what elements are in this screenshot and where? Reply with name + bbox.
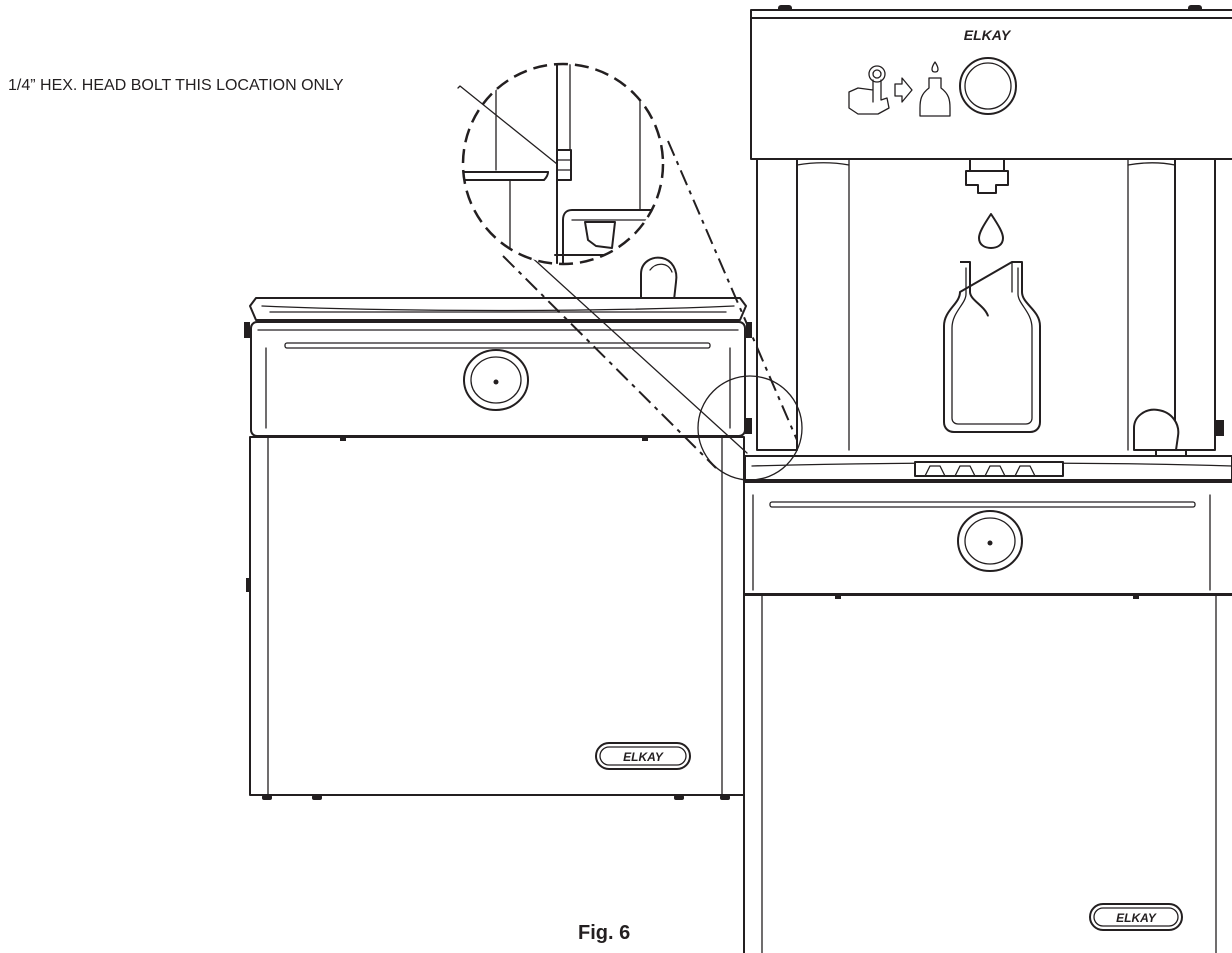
- projection-line-solid: [526, 252, 748, 454]
- water-drop-icon: [978, 213, 1004, 249]
- left-cabinet: [249, 436, 745, 796]
- detail-circle: [461, 62, 665, 266]
- arrow-right-icon: [894, 77, 913, 103]
- hand-press-icon: [848, 65, 890, 115]
- left-panel-logo-text: ELKAY: [623, 750, 664, 764]
- figure-caption: Fig. 6: [578, 922, 631, 944]
- projection-line-dashed: [667, 140, 798, 441]
- right-panel-logo-text: ELKAY: [1116, 911, 1157, 925]
- sensor-button-icon: [959, 57, 1017, 115]
- callout-label: 1/4” HEX. HEAD BOLT THIS LOCATION ONLY: [8, 77, 344, 94]
- left-panel-logo: ELKAY: [595, 742, 691, 770]
- hex-bolt: [556, 149, 572, 181]
- bottle-outline-icon: [943, 261, 1041, 433]
- filler-nozzle: [965, 158, 1009, 194]
- filler-pedestal: [743, 594, 1232, 953]
- detail-origin-circle: [697, 375, 803, 481]
- right-panel-logo: ELKAY: [1089, 903, 1183, 931]
- bottle-filler-unit: ELKAY: [743, 5, 1232, 953]
- top-logo: ELKAY: [964, 27, 1012, 43]
- callout-leader: [457, 85, 558, 165]
- left-basin-top: [249, 297, 747, 321]
- detail-magnified-view: [463, 64, 663, 264]
- bottle-fill-icon: [919, 61, 951, 117]
- detail-callout: [457, 62, 803, 481]
- left-fountain: ELKAY: [244, 256, 752, 800]
- left-push-button: [463, 349, 529, 411]
- filler-push-button: [957, 510, 1023, 572]
